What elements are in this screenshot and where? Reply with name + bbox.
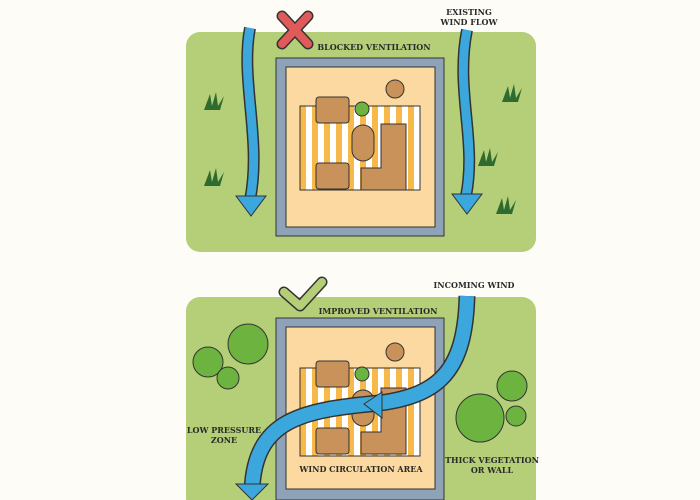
person-icon — [385, 79, 405, 99]
sofa — [360, 123, 407, 191]
vegetation-label: THICK VEGETATION — [445, 455, 539, 465]
person-icon — [385, 342, 405, 362]
grass-tufts — [204, 84, 522, 214]
checkmark-icon — [278, 276, 328, 312]
cross-icon — [276, 10, 314, 50]
plant — [354, 366, 370, 382]
low-pressure-zone-label: LOW PRESSURE — [187, 425, 261, 435]
improved-ventilation-title: IMPROVED VENTILATION — [319, 306, 438, 316]
plant — [354, 101, 370, 117]
armchair — [315, 360, 350, 388]
incoming-wind-label: INCOMING WIND — [434, 280, 515, 290]
armchair — [315, 427, 350, 455]
wind-arrow-right — [458, 29, 474, 197]
coffee-table — [351, 124, 375, 162]
vegetation-bushes — [192, 323, 528, 443]
blocked-ventilation-panel: BLOCKED VENTILATION EXISTING WIND FLOW — [186, 7, 536, 252]
vegetation-label: OR WALL — [471, 465, 514, 475]
blocked-ventilation-title: BLOCKED VENTILATION — [317, 42, 430, 52]
low-pressure-zone-label: ZONE — [211, 435, 237, 445]
wind-arrow-left — [242, 27, 259, 201]
existing-wind-label: WIND FLOW — [439, 17, 498, 27]
improved-ventilation-panel: IMPROVED VENTILATION INCOMING WIND LOW P… — [186, 276, 539, 500]
armchair — [315, 162, 350, 190]
wind-circulation-area-label: WIND CIRCULATION AREA — [298, 464, 423, 474]
armchair — [315, 96, 350, 124]
existing-wind-label: EXISTING — [446, 7, 492, 17]
